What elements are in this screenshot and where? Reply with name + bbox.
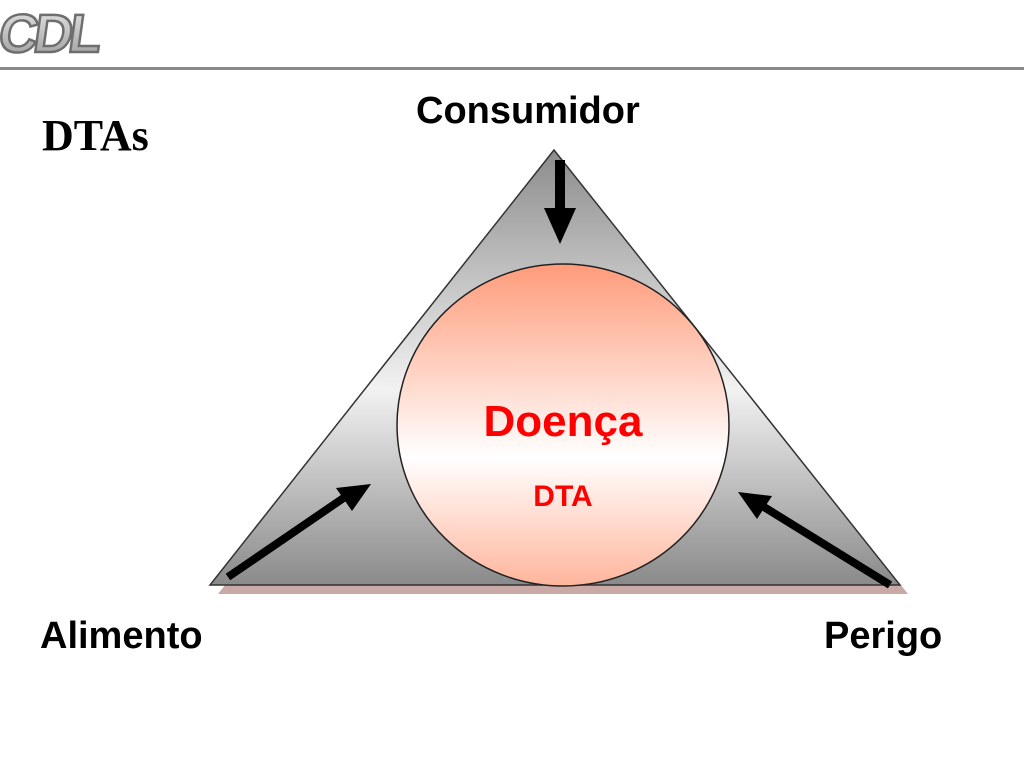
page-title: DTAs [42,111,149,160]
vertex-label-hazard: Perigo [824,615,943,657]
cdl-logo-icon: CDL [0,3,106,64]
center-label-disease: Doença [483,397,643,446]
vertex-label-consumer: Consumidor [416,90,640,132]
disease-circle [396,263,730,587]
down-arrow-icon [544,160,576,244]
header-divider [0,67,1024,70]
logo-text: CDL [0,4,105,64]
up-right-arrow-icon [225,484,371,581]
center-label-dta: DTA [533,480,593,513]
vertex-label-food: Alimento [40,615,203,657]
up-left-arrow-icon [738,492,893,589]
